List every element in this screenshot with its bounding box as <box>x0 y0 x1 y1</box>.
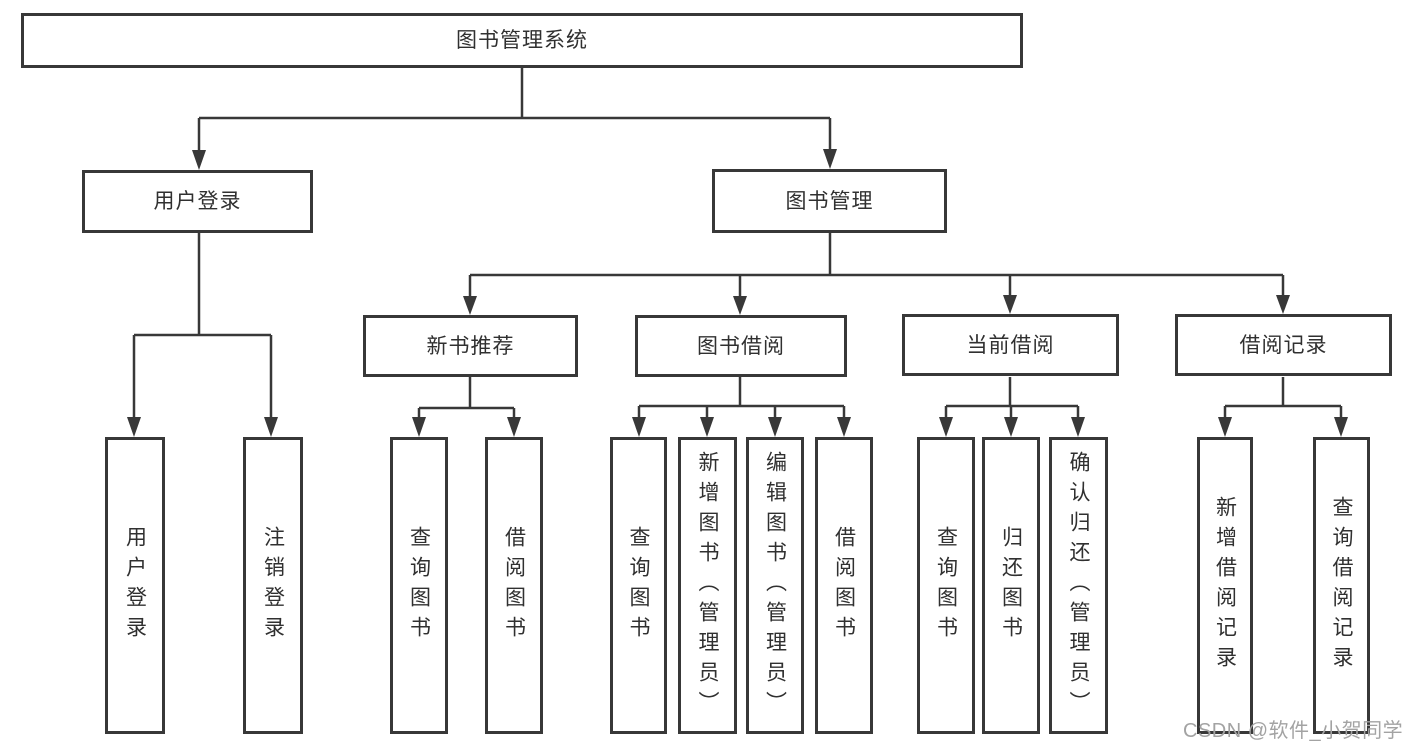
leaf-borrow-books-2: 借阅图书 <box>815 437 873 734</box>
leaf-add-book-admin: 新增图书（管理员） <box>678 437 737 734</box>
leaf-edit-book-admin: 编辑图书（管理员） <box>746 437 804 734</box>
leaf-borrow-books-1: 借阅图书 <box>485 437 543 734</box>
node-current-borrowing: 当前借阅 <box>902 314 1119 376</box>
node-user-login: 用户登录 <box>82 170 313 233</box>
leaf-logout: 注销登录 <box>243 437 303 734</box>
leaf-query-books-1: 查询图书 <box>390 437 448 734</box>
leaf-query-borrow-record: 查询借阅记录 <box>1313 437 1370 734</box>
arrowheads <box>127 149 1348 437</box>
leaf-query-books-2: 查询图书 <box>610 437 667 734</box>
leaf-add-borrow-record: 新增借阅记录 <box>1197 437 1253 734</box>
leaf-user-login: 用户登录 <box>105 437 165 734</box>
node-root-library-system: 图书管理系统 <box>21 13 1023 68</box>
leaf-confirm-return-admin: 确认归还（管理员） <box>1049 437 1108 734</box>
node-new-book-recommend: 新书推荐 <box>363 315 578 377</box>
node-book-management: 图书管理 <box>712 169 947 233</box>
node-book-borrowing: 图书借阅 <box>635 315 847 377</box>
node-borrowing-records: 借阅记录 <box>1175 314 1392 376</box>
csdn-watermark: CSDN @软件_小贺同学 <box>1183 720 1404 742</box>
leaf-query-books-3: 查询图书 <box>917 437 975 734</box>
leaf-return-book: 归还图书 <box>982 437 1040 734</box>
